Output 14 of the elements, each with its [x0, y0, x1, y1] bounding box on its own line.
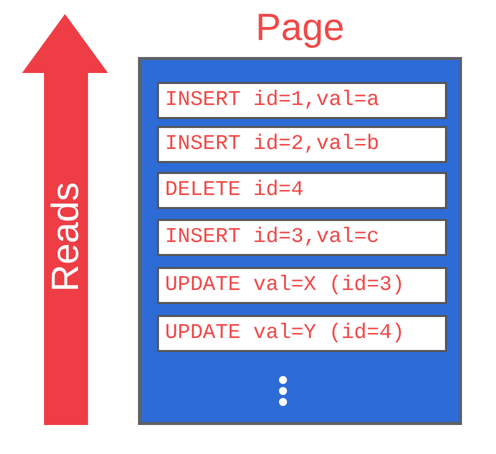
log-entry-text: INSERT id=2,val=b — [164, 133, 380, 156]
log-entry-box — [157, 315, 447, 352]
log-entry-box — [157, 219, 447, 256]
log-entry-box — [157, 267, 447, 304]
log-entry-text: UPDATE val=X (id=3) — [164, 274, 404, 297]
log-entry-text: DELETE id=4 — [164, 179, 304, 202]
log-entry-box — [157, 172, 447, 209]
arrow-label: Reads — [46, 182, 86, 292]
log-entry-text: INSERT id=3,val=c — [164, 226, 380, 249]
log-entry-box — [157, 82, 447, 119]
page-heading: Page — [254, 8, 346, 48]
log-entry-box — [157, 126, 447, 163]
log-entry-text: UPDATE val=Y (id=4) — [164, 322, 404, 345]
log-entry-text: INSERT id=1,val=a — [164, 89, 380, 112]
